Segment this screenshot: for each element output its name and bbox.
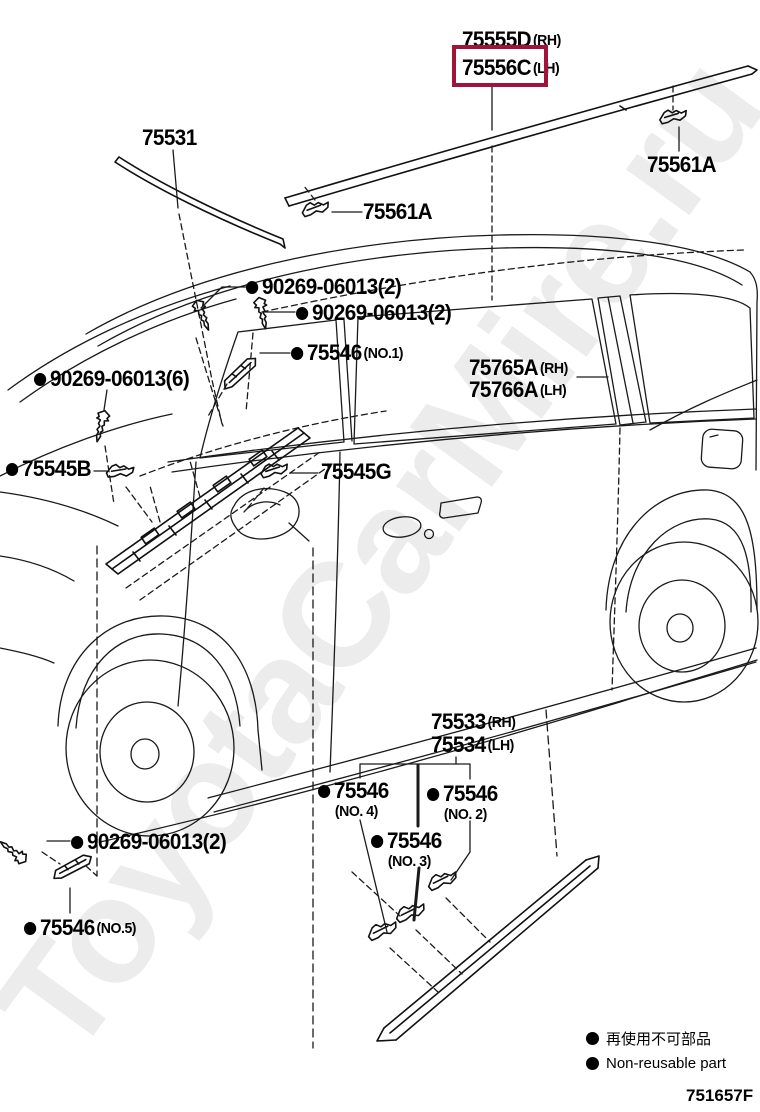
part-label-75765a-rh[interactable]: 75765A(RH) [469, 355, 568, 380]
leader-lines-solid [47, 84, 679, 913]
bracket-75533-75534 [360, 757, 470, 932]
part-label-75546-no1[interactable]: 75546(NO.1) [291, 342, 404, 364]
non-reusable-dot [34, 372, 47, 386]
clip-icon-75561a-2 [658, 107, 688, 125]
car-outline [0, 235, 758, 842]
part-label-75546-no4[interactable]: 75546 (NO. 4) [318, 780, 389, 819]
legend-row-en: Non-reusable part [586, 1055, 726, 1072]
non-reusable-dot [586, 1057, 599, 1070]
part-label-75546-no3[interactable]: 75546 (NO. 3) [371, 830, 442, 869]
rocker-moulding-part-75533-75534 [377, 856, 599, 1041]
part-label-75545b[interactable]: 75545B [6, 458, 92, 480]
non-reusable-dot [427, 787, 440, 801]
part-label-75534-lh[interactable]: 75534(LH) [431, 732, 514, 757]
non-reusable-dot [24, 921, 37, 935]
diagram-code: 751657F [686, 1086, 754, 1105]
part-label-90269-06013-2-b[interactable]: 90269-06013(2) [296, 302, 452, 324]
apillar-garnish-part [106, 428, 332, 600]
part-label-75545g[interactable]: 75545G [321, 459, 392, 484]
part-number: 75556C [462, 55, 532, 80]
non-reusable-dot [586, 1032, 599, 1045]
part-label-75546-no5[interactable]: 75546(NO.5) [24, 917, 137, 939]
legend-row-cn: 再使用不可部品 [586, 1028, 726, 1049]
part-label-90269-06013-6[interactable]: 90269-06013(6) [34, 368, 190, 390]
part-label-75766a-lh[interactable]: 75766A(LH) [469, 377, 567, 402]
part-label-75531[interactable]: 75531 [142, 125, 197, 150]
highlight-box [452, 45, 548, 87]
part-label-75561a-1[interactable]: 75561A [363, 199, 433, 224]
part-label-75561a-2[interactable]: 75561A [647, 152, 717, 177]
legend-text-en: Non-reusable part [606, 1055, 727, 1072]
non-reusable-dot [291, 346, 304, 360]
non-reusable-dot [371, 834, 384, 848]
non-reusable-dot [246, 280, 259, 294]
leader-lines-dashed [42, 86, 673, 1048]
part-label-90269-06013-2-a[interactable]: 90269-06013(2) [246, 276, 402, 298]
roof-drip-moulding-part-75555-75556 [285, 66, 757, 206]
clip-icon-75561a-1 [300, 199, 331, 218]
part-label-75533-rh[interactable]: 75533(RH) [431, 709, 516, 734]
clip-icon-75545b [105, 463, 135, 480]
legend-text-cn: 再使用不可部品 [606, 1031, 712, 1048]
non-reusable-dot [71, 835, 84, 849]
side-suffix: (RH) [532, 31, 561, 49]
non-reusable-dot [318, 784, 331, 798]
retainer-icon-75546-no5 [49, 852, 96, 882]
non-reusable-dot [296, 306, 309, 320]
legend: 再使用不可部品 Non-reusable part [586, 1028, 726, 1078]
windshield-moulding-part-75531 [115, 157, 285, 248]
non-reusable-dot [6, 462, 19, 476]
part-label-90269-06013-2-c[interactable]: 90269-06013(2) [71, 831, 227, 853]
part-label-75546-no2[interactable]: 75546 (NO. 2) [427, 783, 498, 822]
